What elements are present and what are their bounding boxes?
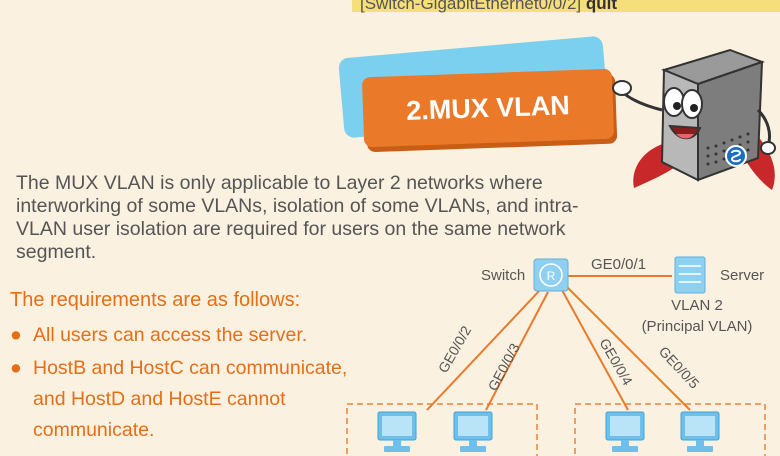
link-port-5 xyxy=(565,285,691,411)
port-label-ge003: GE0/0/3 xyxy=(485,340,523,393)
link-port-2 xyxy=(426,289,541,411)
command-keyword: quit xyxy=(585,0,617,13)
port-label-ge002: GE0/0/2 xyxy=(435,323,475,376)
host-group-box-left xyxy=(346,403,538,456)
host-e-icon xyxy=(680,411,720,452)
server-icon xyxy=(674,256,706,294)
switch-icon: R xyxy=(533,258,569,292)
port-label-ge005: GE0/0/5 xyxy=(656,343,703,392)
host-d-icon xyxy=(605,411,645,452)
link-port-4 xyxy=(561,289,629,411)
switch-label: Switch xyxy=(481,267,525,284)
vlan-label: VLAN 2 xyxy=(671,297,723,314)
requirement-item: ● All users can access the server. xyxy=(10,320,383,351)
link-port-3 xyxy=(485,291,549,411)
host-c-icon xyxy=(453,411,493,452)
server-label: Server xyxy=(720,267,764,284)
command-prefix: [Switch-GigabitEthernet0/0/2] xyxy=(360,0,586,13)
requirement-item: ● HostB and HostC can communicate, and Ho… xyxy=(10,353,383,446)
requirement-text: HostB and HostC can communicate, and Hos… xyxy=(33,357,348,441)
command-banner xyxy=(352,0,780,12)
command-line: [Switch-GigabitEthernet0/0/2] quit xyxy=(360,0,617,14)
requirements-list: ● All users can access the server. ● HostB… xyxy=(10,320,383,448)
requirements-title: The requirements are as follows: xyxy=(10,289,301,311)
bullet-icon: ● xyxy=(10,324,22,346)
host-b-icon xyxy=(377,411,417,452)
vlan-note: (Principal VLAN) xyxy=(642,318,753,335)
server-link-port-label: GE0/0/1 xyxy=(591,256,646,273)
intro-paragraph: The MUX VLAN is only applicable to Layer… xyxy=(16,172,579,263)
router-symbol: R xyxy=(547,269,556,283)
switch-mascot-illustration xyxy=(612,48,776,190)
bullet-icon: ● xyxy=(10,357,22,379)
requirement-text: All users can access the server. xyxy=(33,324,308,346)
host-group-box-right xyxy=(574,403,766,456)
